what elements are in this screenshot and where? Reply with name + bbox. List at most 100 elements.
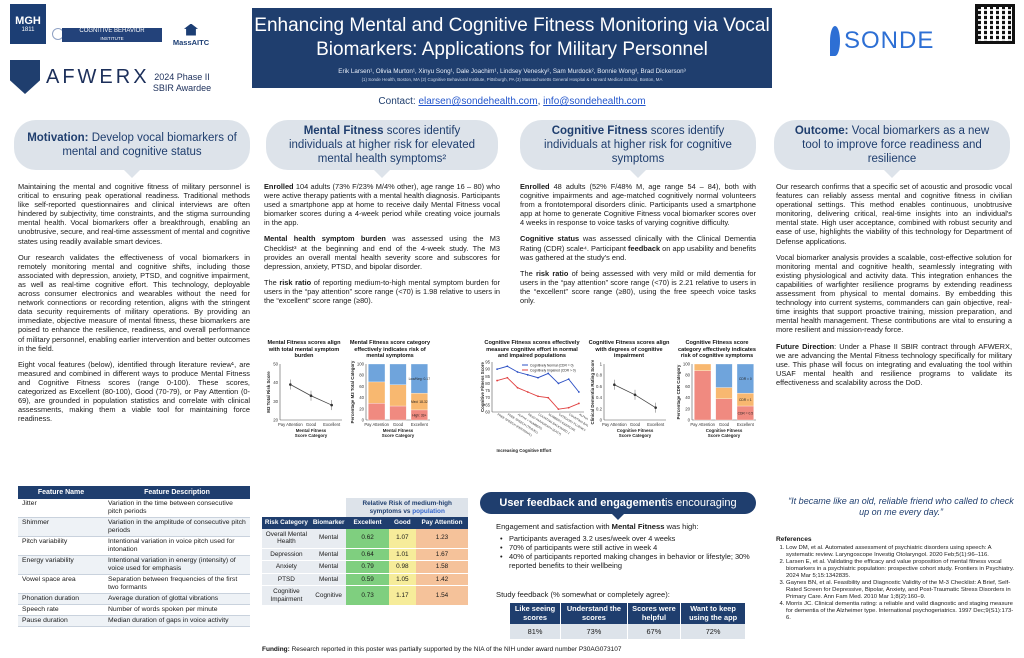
- y-tick-label: 50: [273, 362, 278, 367]
- bar-segment: [368, 403, 386, 421]
- mental-text: Enrolled 104 adults (73% F/23% M/4% othe…: [264, 182, 500, 312]
- x-axis-title-line2: Score Category: [619, 433, 652, 438]
- contact-email-1[interactable]: elarsen@sondehealth.com: [418, 96, 538, 107]
- chart-2-title: Mental Fitness score category effectivel…: [349, 340, 431, 359]
- bar-segment: [389, 405, 407, 421]
- mental-banner-text: scores identify individuals at higher ri…: [288, 125, 476, 165]
- feedback-intro-pre: Engagement and satisfaction with: [496, 522, 612, 531]
- feature-description: Variation in the amplitude of consecutiv…: [104, 517, 250, 537]
- mental-banner-bold: Mental Fitness: [303, 125, 384, 137]
- feature-desc-header: Feature Description: [104, 486, 250, 499]
- x-axis-title-line1: Cognitive Fitness: [706, 428, 743, 433]
- y-tick-label: 20: [273, 418, 278, 423]
- mental-p1-text: 104 adults (73% F/23% M/4% other), age r…: [264, 182, 500, 228]
- data-point: [526, 373, 529, 376]
- contact-line: Contact: elarsen@sondehealth.com, info@s…: [378, 96, 646, 107]
- motivation-paragraph-1: Maintaining the mental and cognitive fit…: [18, 182, 250, 246]
- header-band: [252, 8, 772, 88]
- award-line1: 2024 Phase II: [154, 72, 210, 82]
- cognitive-banner-bold: Cognitive Fitness: [551, 125, 648, 137]
- mental-p3-bold: risk ratio: [279, 277, 312, 287]
- risk-category: Overall Mental Health: [262, 528, 311, 549]
- funding-note: Funding: Research reported in this poste…: [262, 646, 621, 653]
- bar-segment: [368, 381, 386, 404]
- afwerx-logo: AFWERX: [46, 65, 150, 88]
- data-point: [537, 376, 539, 379]
- risk-payattention-value: 1.42: [416, 573, 468, 586]
- y-tick-label: 40: [685, 395, 690, 400]
- risk-excellent-value: 0.62: [346, 528, 389, 549]
- shield-icon: [10, 60, 40, 94]
- x-axis-title: Increasing Cognitive Effort: [497, 448, 552, 453]
- risk-good-value: 1.07: [388, 528, 417, 549]
- legend-label: Cognitively Impaired (CDR > 0): [530, 369, 576, 373]
- y-tick-label: 0.4: [596, 395, 603, 400]
- outcome-paragraph-3: Future Direction: Under a Phase II SBIR …: [776, 342, 1012, 387]
- chart-4-title: Cognitive Fitness scores align with degr…: [588, 340, 670, 359]
- data-point: [309, 394, 313, 398]
- x-tick-label: Pay Attention: [364, 422, 389, 427]
- y-tick-label: 70: [485, 395, 490, 400]
- mental-p2-bold: Mental health symptom burden: [264, 234, 386, 244]
- outcome-banner-text: Vocal biomarkers as a new tool to improv…: [802, 125, 990, 165]
- sonde-logo-text: SONDE: [844, 27, 935, 54]
- qr-code-icon[interactable]: [975, 4, 1015, 44]
- y-tick-label: 60: [359, 384, 364, 389]
- feature-description: Intentional variation in energy (intensi…: [104, 555, 250, 575]
- contact-email-2[interactable]: info@sondehealth.com: [543, 96, 646, 107]
- y-tick-label: 0: [688, 418, 691, 423]
- funding-bold: Funding:: [262, 646, 290, 653]
- award-line2: SBIR Awardee: [152, 83, 212, 93]
- motivation-banner-text: Develop vocal biomarkers of mental and c…: [62, 132, 237, 158]
- survey-label: Study feedback (% somewhat or completely…: [496, 590, 670, 599]
- risk-biomarker: Mental: [310, 560, 347, 574]
- data-point: [289, 383, 292, 386]
- feedback-intro-bold: Mental Fitness: [611, 522, 665, 531]
- motivation-paragraph-2: Our research validates the effectiveness…: [18, 252, 250, 353]
- y-tick-label: 0.8: [596, 373, 603, 378]
- risk-row: PTSD Mental 0.59 1.05 1.42: [262, 573, 468, 586]
- x-tick-label: Excellent: [647, 422, 665, 427]
- survey-head-2: Understand the scores: [560, 603, 628, 624]
- x-tick-label: Excellent: [737, 422, 755, 427]
- data-point: [557, 408, 560, 411]
- y-tick-label: 85: [485, 374, 490, 379]
- series-label: CDR = 0.5: [738, 412, 754, 416]
- y-tick-label: 100: [683, 362, 691, 367]
- bar-segment: [410, 363, 428, 394]
- bar-segment: [694, 370, 712, 421]
- funding-text: Research reported in this poster was par…: [289, 646, 622, 653]
- survey-head-3: Scores were helpful: [627, 603, 682, 624]
- risk-good-value: 1.05: [388, 573, 417, 586]
- survey-value-4: 72%: [680, 624, 746, 639]
- survey-head-1: Like seeing scores: [510, 603, 562, 624]
- cognitive-p1-text: 48 adults (52% F/48% M, age range 54 – 8…: [520, 182, 756, 228]
- chart-5-title: Cognitive Fitness score category effecti…: [677, 340, 757, 359]
- motivation-banner-bold: Motivation:: [27, 132, 89, 144]
- cognitive-text: Enrolled 48 adults (52% F/48% M, age ran…: [520, 182, 756, 312]
- sonde-logo: SONDE: [830, 20, 933, 62]
- risk-category: Cognitive Impairment: [262, 585, 311, 606]
- x-axis-title-line2: Score Category: [382, 433, 415, 438]
- x-axis-title-line2: Score Category: [708, 433, 741, 438]
- risk-good-value: 1.01: [388, 548, 417, 561]
- reference-4: Morris JC. Clinical dementia rating: a r…: [786, 601, 1018, 622]
- data-point: [547, 396, 550, 399]
- data-point: [654, 406, 657, 409]
- risk-good-value: 1.17: [388, 585, 417, 606]
- series-line: [496, 377, 580, 410]
- risk-row: Depression Mental 0.64 1.01 1.67: [262, 548, 468, 561]
- outcome-banner-bold: Outcome:: [794, 125, 849, 137]
- series-label: CDR = 1: [739, 398, 752, 402]
- feature-name: Speech rate: [18, 604, 104, 616]
- data-point: [567, 378, 570, 381]
- risk-biomarker: Mental: [310, 573, 347, 586]
